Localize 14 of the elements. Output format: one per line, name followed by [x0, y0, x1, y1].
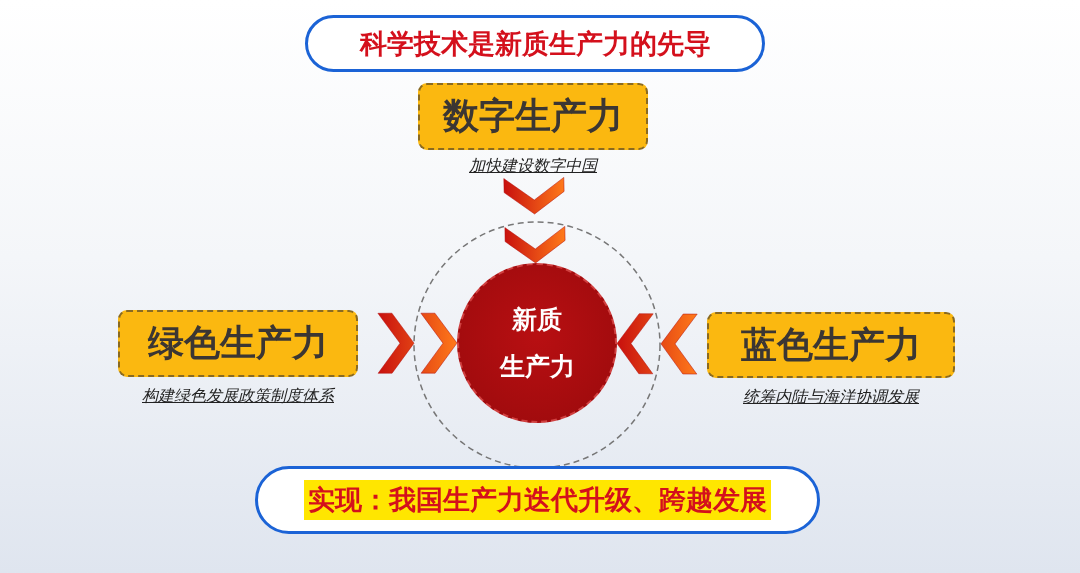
center-label: 生产力	[499, 351, 575, 383]
center-label: 新质	[512, 303, 562, 336]
category-title: 绿色生产力	[148, 321, 328, 365]
title-text: 科学技术是新质生产力的先导	[359, 26, 711, 61]
subtitle-text: 加快建设数字中国	[468, 156, 600, 177]
subtitle-text: 构建绿色发展政策制度体系	[141, 386, 336, 407]
category-title: 数字生产力	[443, 94, 623, 138]
chevron-arrow	[503, 177, 566, 264]
conclusion-text: 实现：我国生产力迭代升级、跨越发展	[304, 480, 771, 520]
title-banner	[305, 15, 765, 72]
chevron-arrow	[377, 312, 458, 374]
subtitle-text: 统筹内陆与海洋协调发展	[742, 387, 921, 408]
chevron-arrow	[616, 313, 698, 375]
category-title: 蓝色生产力	[741, 322, 921, 367]
